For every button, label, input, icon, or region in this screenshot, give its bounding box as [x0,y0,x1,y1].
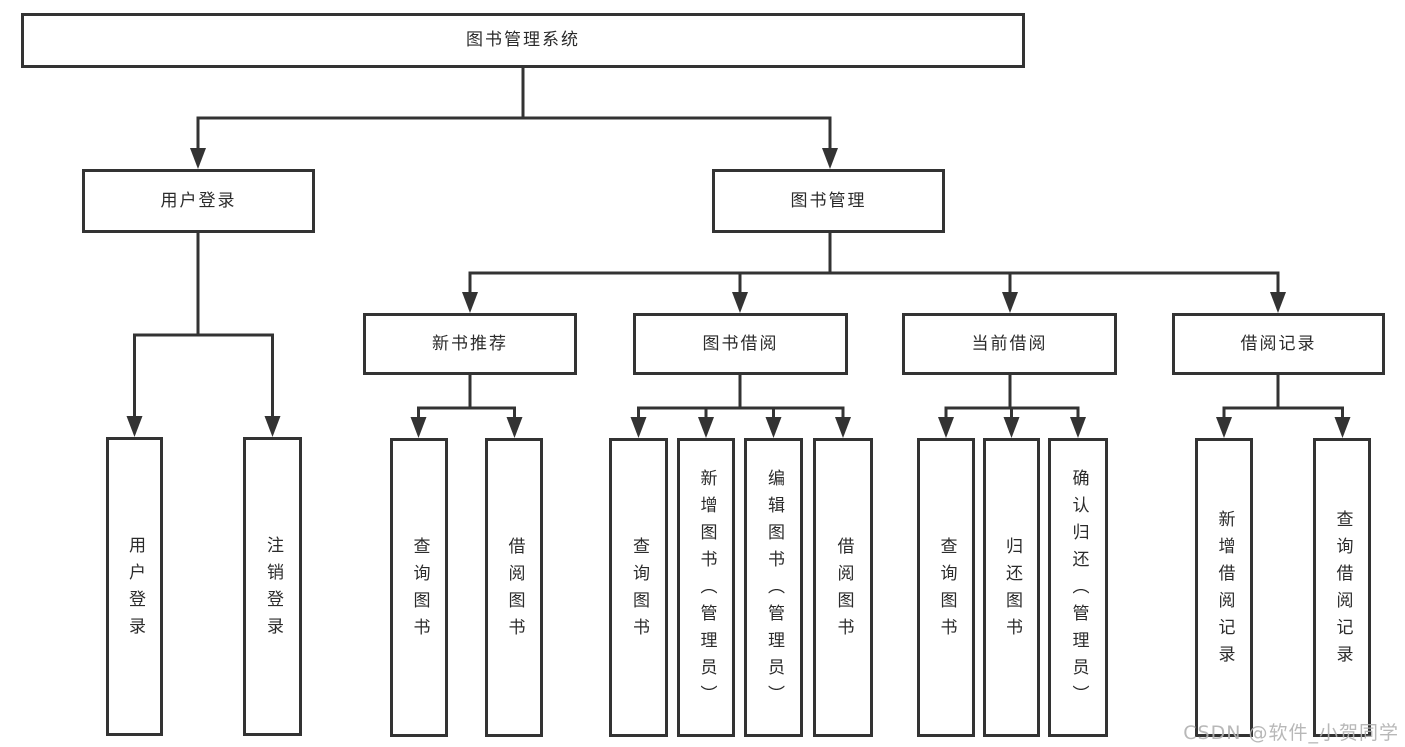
leaf-edit-books-admin: 编辑图书（管理员） [744,438,803,737]
leaf-borrow-books: 借阅图书 [485,438,543,737]
node-new-book-recommend: 新书推荐 [363,313,577,375]
edge-root-to-level2 [196,66,832,161]
arrow-icon [1334,417,1351,438]
arrow-icon [835,417,851,438]
leaf-add-borrow-record: 新增借阅记录 [1195,438,1253,737]
arrow-icon [462,292,478,313]
arrow-icon [1070,417,1086,438]
arrow-icon [630,417,647,438]
arrow-icon [506,417,523,438]
arrow-icon [190,148,206,169]
arrow-icon [126,416,143,437]
node-borrow-records: 借阅记录 [1172,313,1385,375]
leaf-add-books-admin: 新增图书（管理员） [677,438,735,737]
leaf-query-borrow-record: 查询借阅记录 [1313,438,1371,737]
arrow-icon [1003,417,1020,438]
leaf-user-login: 用户登录 [106,437,163,736]
leaf-query-books: 查询图书 [609,438,668,737]
edge-newbook-to-leaves [417,373,516,430]
edge-records-to-leaves [1222,373,1344,430]
edge-login-to-leaves [133,231,274,429]
leaf-borrow-books: 借阅图书 [813,438,873,737]
arrow-icon [264,416,281,437]
node-user-login: 用户登录 [82,169,315,233]
node-book-management: 图书管理 [712,169,945,233]
arrow-icon [765,417,782,438]
leaf-confirm-return-admin: 确认归还（管理员） [1048,438,1108,737]
arrowheads [126,148,1351,438]
node-book-borrow: 图书借阅 [633,313,848,375]
arrow-icon [698,417,714,438]
node-library-system: 图书管理系统 [21,13,1025,68]
node-current-borrow: 当前借阅 [902,313,1117,375]
leaf-query-books: 查询图书 [917,438,975,737]
arrow-icon [1002,292,1018,313]
arrow-icon [822,148,838,169]
arrow-icon [732,292,748,313]
csdn-watermark: CSDN @软件_小贺同学 [1183,722,1399,744]
arrow-icon [938,417,954,438]
edge-borrow-to-leaves [637,373,845,430]
arrow-icon [1270,292,1286,313]
leaf-return-books: 归还图书 [983,438,1040,737]
arrow-icon [1216,417,1232,438]
leaf-logout: 注销登录 [243,437,302,736]
arrow-icon [410,417,427,438]
leaf-query-books: 查询图书 [390,438,448,737]
edge-mgmt-to-level3 [468,231,1280,305]
